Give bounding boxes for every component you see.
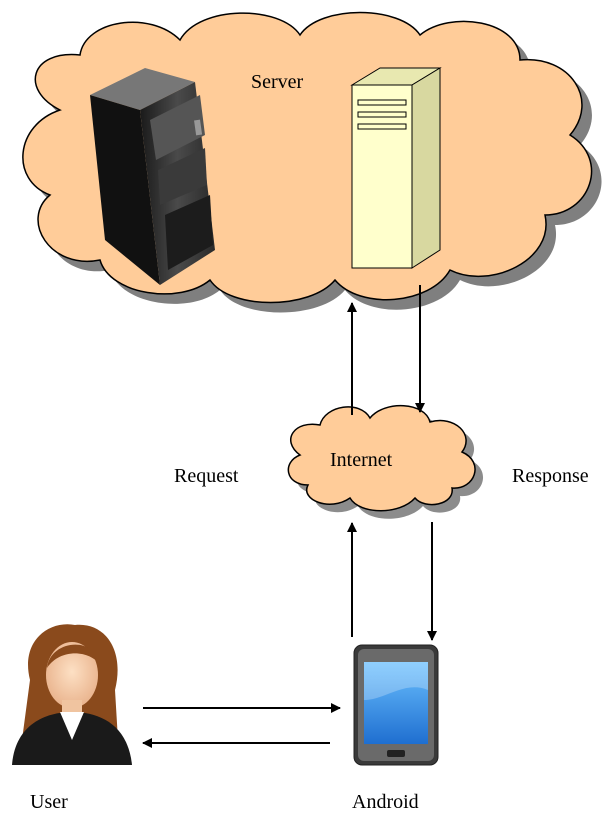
light-server-tower-icon [350,67,442,269]
request-label: Request [174,465,239,487]
internet-label: Internet [330,449,393,471]
android-phone-icon [353,644,439,766]
dark-server-tower-icon [90,68,215,285]
user-avatar-icon [12,624,132,765]
android-label: Android [352,791,419,813]
server-label: Server [251,71,304,93]
internet-cloud [287,405,476,512]
response-label: Response [512,465,589,487]
user-label: User [30,791,68,813]
